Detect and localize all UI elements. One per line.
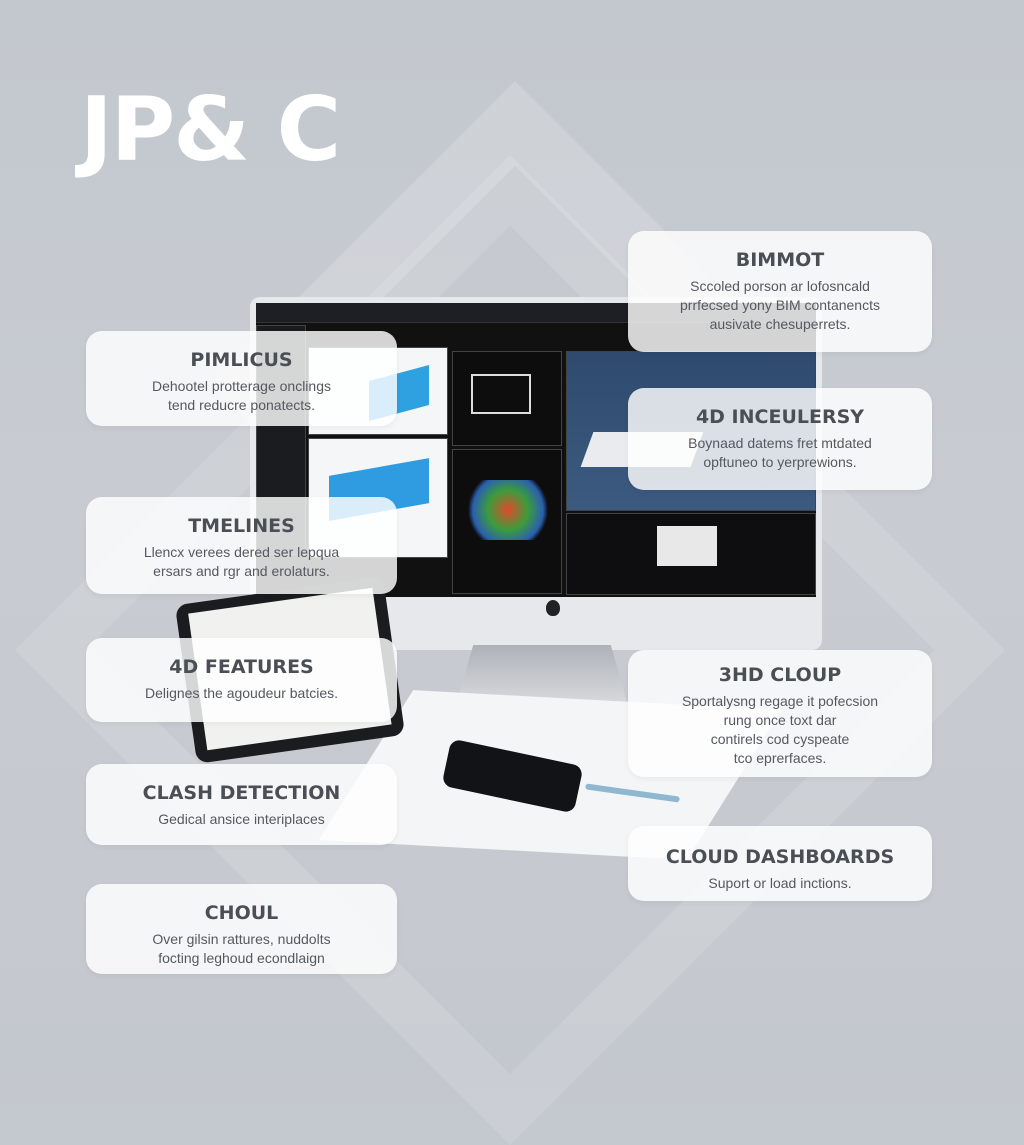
card-text: Llencx verees dered ser lepqua [143, 544, 340, 560]
card-text: Sccoled porson ar lofosncald [690, 278, 870, 294]
card-text: opftuneo to yerprewions. [703, 454, 857, 470]
apple-logo-icon [546, 600, 560, 616]
analytics-charts-panel [566, 513, 816, 595]
card-title: CLOUD DASHBOARDS [665, 846, 895, 868]
card-text: Sportalysng regage it pofecsion [681, 693, 879, 709]
feature-card-timelines: TMELINES Llencx verees dered ser lepqua … [86, 497, 397, 594]
card-text: Delignes the agoudeur batcies. [144, 685, 339, 701]
card-title: 4D INCEULERSY [695, 406, 865, 428]
card-text: ersars and rgr and erolaturs. [153, 563, 330, 579]
card-text: Boynaad datems fret mtdated [688, 435, 872, 451]
card-text: contirels cod cyspeate [710, 731, 850, 747]
feature-card-choul: CHOUL Over gilsin rattures, nuddolts foc… [86, 884, 397, 974]
feature-card-pimlicus: PIMLICUS Dehootel protterage onclings te… [86, 331, 397, 426]
card-text: prrfecsed yony BIM contanencts [680, 297, 880, 313]
card-title: CHOUL [204, 902, 279, 924]
card-title: 3HD CLOUP [718, 664, 842, 686]
brand-logo: JP& C [80, 78, 341, 181]
card-title: PIMLICUS [190, 349, 293, 371]
card-text: Suport or load inctions. [708, 875, 852, 891]
feature-card-clash-detection: CLASH DETECTION Gedical ansice interipla… [86, 764, 397, 845]
card-text: rung once toxt dar [723, 712, 837, 728]
card-title: 4D FEATURES [169, 656, 314, 678]
card-text: Over gilsin rattures, nuddolts [152, 931, 331, 947]
feature-card-cloud-dashboards: CLOUD DASHBOARDS Suport or load inctions… [628, 826, 932, 901]
card-text: ausivate chesuperrets. [709, 316, 851, 332]
viewport-clash-heatmap [452, 449, 562, 594]
card-text: tco eprerfaces. [733, 750, 827, 766]
card-text: focting leghoud econdlaign [158, 950, 325, 966]
card-title: BIMMOT [735, 249, 825, 271]
feature-card-4d-inceulersy: 4D INCEULERSY Boynaad datems fret mtdate… [628, 388, 932, 490]
card-text: tend reducre ponatects. [167, 397, 316, 413]
card-title: CLASH DETECTION [142, 782, 341, 804]
card-text: Gedical ansice interiplaces [158, 811, 325, 827]
feature-card-3hd-cloup: 3HD CLOUP Sportalysng regage it pofecsio… [628, 650, 932, 777]
feature-card-4d-features: 4D FEATURES Delignes the agoudeur batcie… [86, 638, 397, 722]
viewport-wireframe [452, 351, 562, 446]
card-text: Dehootel protterage onclings [151, 378, 331, 394]
card-title: TMELINES [188, 515, 295, 537]
feature-card-bimmot: BIMMOT Sccoled porson ar lofosncald prrf… [628, 231, 932, 352]
